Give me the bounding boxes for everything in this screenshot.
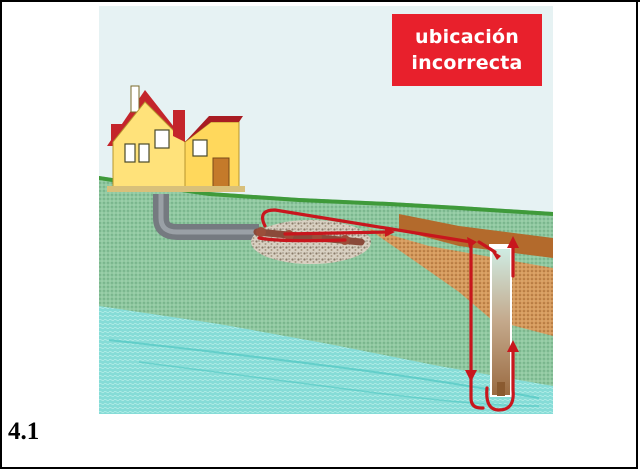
label-line-2: incorrecta <box>411 52 523 74</box>
groundwater <box>99 306 553 414</box>
figure-number: 4.1 <box>8 418 40 445</box>
top-border <box>0 0 640 2</box>
flow-arrows <box>257 208 515 412</box>
well <box>489 244 513 397</box>
label-line-1: ubicación <box>415 26 519 48</box>
arrowheads <box>385 227 519 382</box>
warning-label: ubicación incorrecta <box>392 14 542 86</box>
grass <box>99 176 553 216</box>
septic-diagram <box>99 6 553 414</box>
house <box>107 85 245 192</box>
